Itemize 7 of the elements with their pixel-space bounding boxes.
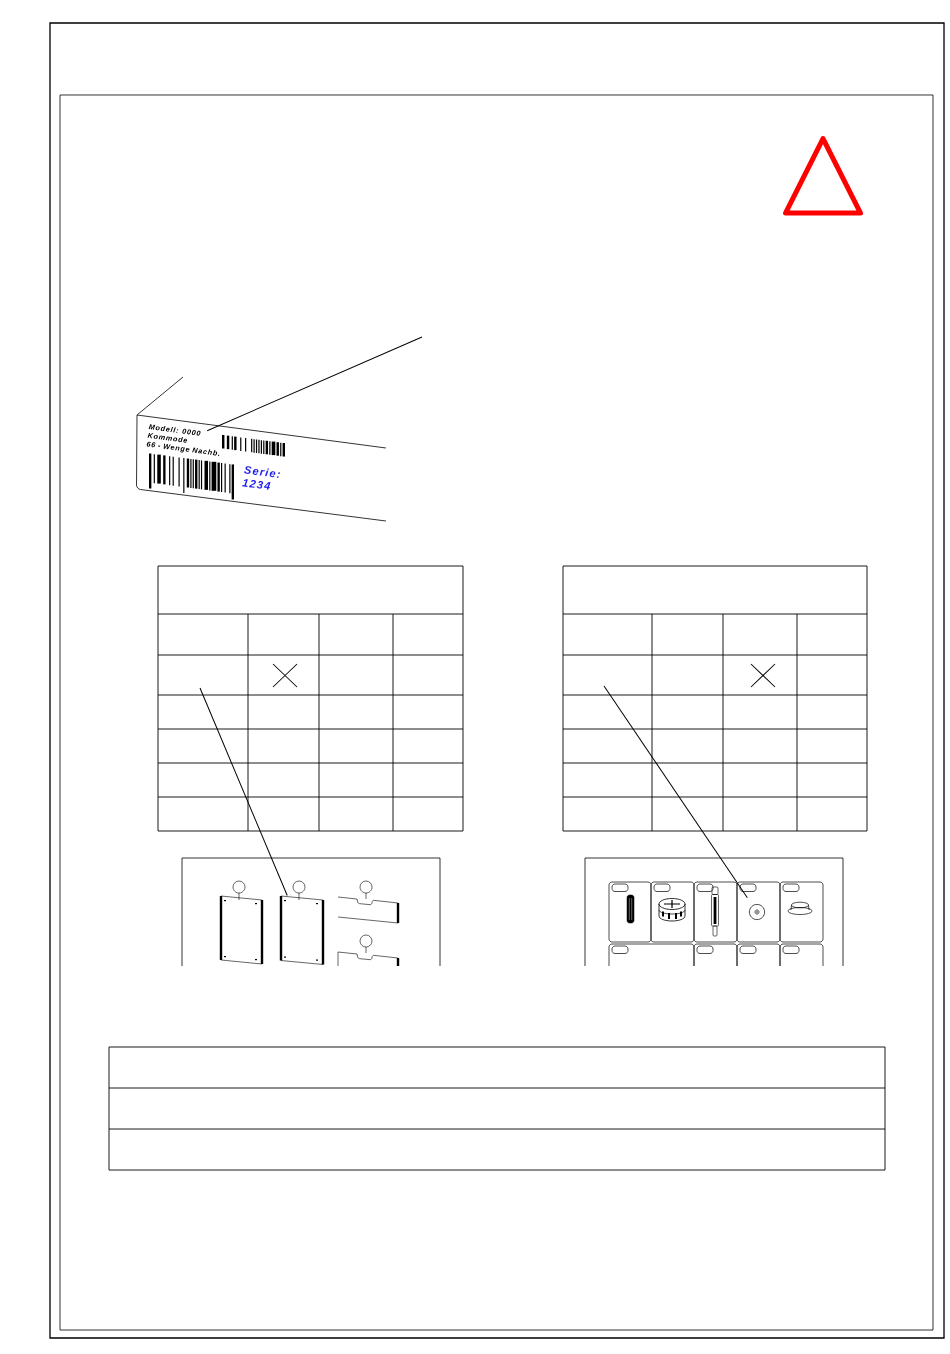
disc-drawing xyxy=(749,904,765,920)
warning-triangle xyxy=(783,136,863,216)
leader-line xyxy=(603,685,748,899)
serial-number: Serie: 1234 xyxy=(242,466,281,490)
leader-line xyxy=(199,687,288,896)
leader-line xyxy=(206,336,423,432)
panel-drawing xyxy=(279,894,325,966)
